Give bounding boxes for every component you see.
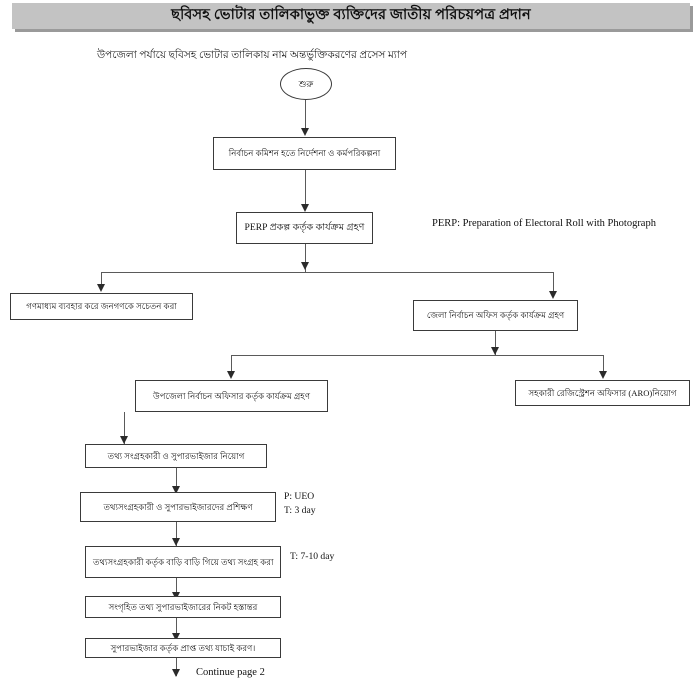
arrowhead-bus-to-n4	[549, 291, 557, 299]
connector-bus-to-n5	[231, 355, 232, 372]
start-node: শুরু	[280, 68, 332, 100]
node-household-data-collection: তথ্যসংগ্রহকারী কর্তৃক বাড়ি বাড়ি গিয়ে …	[85, 546, 281, 578]
perp-legend-text: PERP: Preparation of Electoral Roll with…	[432, 218, 656, 229]
connector-bus-to-n4	[553, 272, 554, 293]
collection-time-label: T: 7-10 day	[290, 551, 335, 562]
node-handover-to-supervisor: সংগৃহিত তথ্য সুপারভাইজারের নিকট হস্তান্ত…	[85, 596, 281, 618]
connector-start-to-n1	[305, 100, 306, 129]
node-election-commission-directive: নির্বাচন কমিশন হতে নির্দেশনা ও কর্মপরিকল…	[213, 137, 396, 170]
node-label: তথ্য সংগ্রহকারী ও সুপারভাইজার নিয়োগ	[107, 450, 245, 461]
connector-n5-to-n7-vertical	[124, 412, 125, 444]
node-label: গণমাধ্যম ব্যবহার করে জনগণকে সচেতন করা	[26, 301, 177, 312]
node-label: নির্বাচন কমিশন হতে নির্দেশনা ও কর্মপরিকল…	[228, 148, 381, 159]
arrowhead-n7-to-n8	[172, 486, 180, 494]
training-time-label: T: 3 day	[284, 505, 316, 516]
node-label: সুপারভাইজার কর্তৃক প্রাপ্ত তথ্য যাচাই কর…	[110, 642, 256, 653]
training-person-label: P: UEO	[284, 491, 315, 502]
node-appoint-collectors-supervisors: তথ্য সংগ্রহকারী ও সুপারভাইজার নিয়োগ	[85, 444, 267, 468]
page-title: ছবিসহ ভোটার তালিকাভুক্ত ব্যক্তিদের জাতীয…	[171, 7, 531, 23]
page-subtitle: উপজেলা পর্যায়ে ছবিসহ ভোটার তালিকায় নাম…	[97, 50, 408, 61]
node-upazila-election-officer: উপজেলা নির্বাচন অফিসার কর্তৃক কার্যক্রম …	[135, 380, 328, 412]
node-aro-appointment: সহকারী রেজিস্ট্রেশন অফিসার (ARO)নিয়োগ	[515, 380, 690, 406]
node-label: তথ্যসংগ্রহকারী কর্তৃক বাড়ি বাড়ি গিয়ে …	[93, 556, 274, 567]
arrowhead-continue	[172, 669, 180, 677]
node-training: তথ্যসংগ্রহকারী ও সুপারভাইজারদের প্রশিক্ষ…	[80, 492, 276, 522]
node-label: সংগৃহিত তথ্য সুপারভাইজারের নিকট হস্তান্ত…	[108, 601, 258, 612]
node-label: জেলা নির্বাচন অফিস কর্তৃক কার্যক্রম গ্রহ…	[426, 310, 565, 321]
arrowhead-start-to-n1	[301, 128, 309, 136]
connector-n9-to-n10	[176, 578, 177, 600]
connector-n10-to-n11	[176, 618, 177, 640]
node-supervisor-verification: সুপারভাইজার কর্তৃক প্রাপ্ত তথ্য যাচাই কর…	[85, 638, 281, 658]
node-label: সহকারী রেজিস্ট্রেশন অফিসার (ARO)নিয়োগ	[528, 387, 677, 398]
arrowhead-n10-to-n11	[172, 633, 180, 641]
node-mass-media-awareness: গণমাধ্যম ব্যবহার করে জনগণকে সচেতন করা	[10, 293, 193, 320]
node-perp-project: PERP প্রকল্প কর্তৃক কার্যক্রম গ্রহণ	[236, 212, 373, 244]
start-node-label: শুরু	[298, 78, 314, 89]
bus-split-level-2	[231, 355, 603, 356]
connector-n4-down	[495, 331, 496, 355]
continue-page-label: Continue page 2	[196, 667, 265, 678]
arrowhead-bus-to-n3	[97, 284, 105, 292]
node-district-election-office: জেলা নির্বাচন অফিস কর্তৃক কার্যক্রম গ্রহ…	[413, 300, 578, 331]
connector-n2-down	[305, 244, 306, 272]
connector-n1-to-n2	[305, 170, 306, 206]
connector-bus-to-n6	[603, 355, 604, 372]
arrowhead-n2-bus	[301, 262, 309, 270]
arrowhead-n5-to-n7	[120, 436, 128, 444]
bus-split-level-1	[101, 272, 553, 273]
arrowhead-bus-to-n5	[227, 371, 235, 379]
connector-n8-to-n9	[176, 522, 177, 546]
connector-n5-to-n7-corner	[124, 412, 125, 413]
arrowhead-n1-to-n2	[301, 204, 309, 212]
arrowhead-n8-to-n9	[172, 538, 180, 546]
arrowhead-n4-bus	[491, 347, 499, 355]
connector-n11-to-continue	[176, 658, 177, 676]
node-label: PERP প্রকল্প কর্তৃক কার্যক্রম গ্রহণ	[244, 222, 365, 234]
connector-n7-to-n8	[176, 468, 177, 494]
arrowhead-bus-to-n6	[599, 371, 607, 379]
page-header-bar: ছবিসহ ভোটার তালিকাভুক্ত ব্যক্তিদের জাতীয…	[12, 3, 690, 29]
node-label: তথ্যসংগ্রহকারী ও সুপারভাইজারদের প্রশিক্ষ…	[103, 501, 253, 512]
node-label: উপজেলা নির্বাচন অফিসার কর্তৃক কার্যক্রম …	[152, 390, 311, 401]
connector-bus-to-n3	[101, 272, 102, 286]
